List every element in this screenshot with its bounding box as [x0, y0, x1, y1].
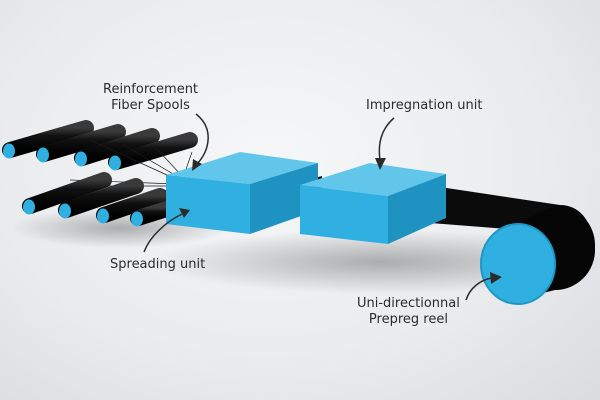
label-prepreg-reel: Uni-directionnal Prepreg reel	[357, 296, 460, 328]
spool-row-back	[2, 120, 198, 171]
spool	[96, 188, 168, 223]
spool	[36, 124, 126, 162]
arrow-spools	[195, 113, 209, 165]
arrow-impregnation-head	[375, 158, 386, 170]
spool-end	[75, 151, 87, 167]
impregnation-unit-box	[300, 163, 446, 244]
arrow-reel-head	[490, 272, 502, 284]
label-line: Uni-directionnal	[357, 296, 460, 311]
spool	[58, 178, 144, 218]
spool-end	[23, 199, 35, 215]
spool	[130, 200, 178, 226]
spool-end	[97, 208, 109, 224]
spool-end	[59, 203, 71, 219]
arrow-spreading	[143, 213, 183, 253]
spreading-unit-box	[166, 152, 318, 234]
spool-end	[3, 143, 15, 159]
arrow-reel	[465, 277, 493, 301]
spool-end	[131, 211, 143, 227]
spool	[74, 128, 160, 166]
label-reinforcement-fiber-spools: Reinforcement Fiber Spools	[103, 82, 198, 114]
spool-row-front	[22, 172, 178, 227]
arrow-spools-head	[192, 159, 202, 171]
spool-end	[37, 147, 49, 163]
label-line: Fiber Spools	[111, 98, 190, 113]
prepreg-reel	[480, 205, 595, 305]
spool	[108, 132, 198, 170]
label-impregnation-unit: Impregnation unit	[366, 98, 483, 113]
callout-arrows	[143, 113, 502, 301]
label-spreading-unit: Spreading unit	[110, 257, 206, 272]
reel-face	[481, 224, 555, 304]
spool-end	[109, 155, 121, 171]
spool	[2, 120, 94, 158]
spool	[22, 172, 112, 214]
arrow-spreading-head	[179, 208, 190, 218]
label-line: Prepreg reel	[368, 312, 448, 327]
arrow-impregnation	[378, 117, 395, 161]
label-line: Reinforcement	[103, 82, 199, 97]
